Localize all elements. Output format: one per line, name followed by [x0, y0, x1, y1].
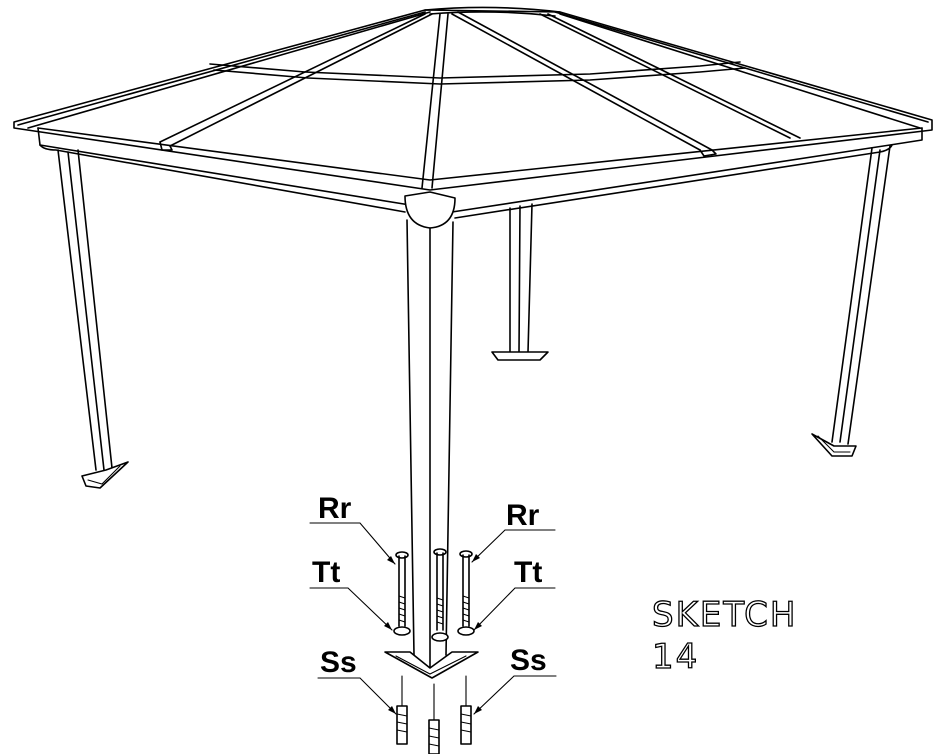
washers-tt — [393, 626, 475, 642]
label-tt-right: Tt — [514, 556, 542, 589]
gazebo-roof — [13, 6, 933, 229]
left-leg — [57, 149, 129, 489]
label-rr-right: Rr — [506, 499, 540, 532]
label-tt-left: Tt — [312, 556, 340, 589]
anchors-ss — [396, 675, 472, 754]
right-leg — [811, 145, 891, 457]
sketch-title: SKETCH — [652, 595, 797, 635]
front-leg — [384, 219, 479, 679]
label-rr-left: Rr — [318, 492, 352, 525]
back-leg — [491, 203, 549, 361]
sketch-number: 14 — [652, 637, 699, 677]
label-ss-left: Ss — [320, 646, 357, 679]
label-ss-right: Ss — [510, 644, 547, 677]
leader-lines — [309, 522, 557, 715]
bolts-rr — [395, 548, 473, 631]
